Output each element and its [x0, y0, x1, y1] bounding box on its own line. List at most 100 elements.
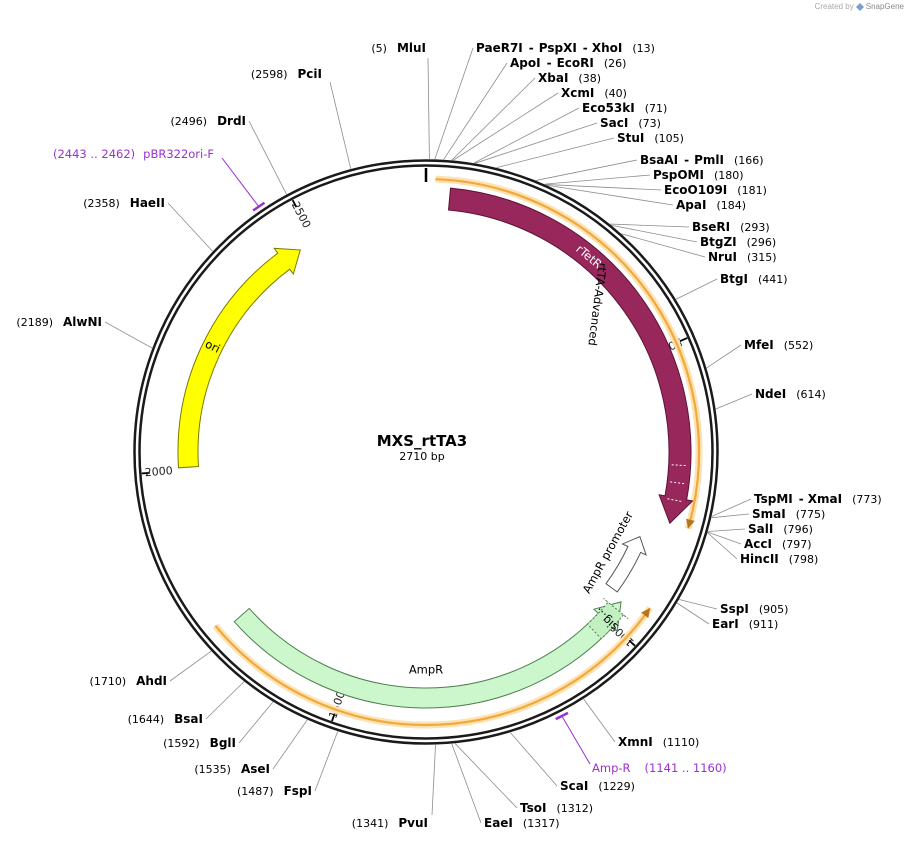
site-position: (905) — [759, 603, 789, 616]
site-bsai[interactable]: (1644)BsaI — [128, 712, 203, 726]
primer-label[interactable]: Amp-R(1141 .. 1160) — [592, 761, 727, 775]
position-tick-mark — [679, 337, 688, 343]
ampr-promoter-arrow[interactable] — [605, 535, 647, 593]
site-leader-xbai — [451, 77, 536, 161]
site-alwni[interactable]: (2189) AlwNI — [16, 315, 102, 329]
site-pcii[interactable]: (2598)PciI — [251, 67, 322, 81]
site-leader-stui — [496, 137, 615, 169]
site-enzyme-name: XbaI — [538, 71, 568, 85]
site-label: BtgI(441) — [720, 272, 788, 286]
site-enzyme-name: SacI — [600, 116, 628, 130]
site-pvui[interactable]: (1341)PvuI — [352, 816, 428, 830]
site-enzyme-name: PciI — [298, 67, 323, 81]
site-leader-xcmi — [452, 92, 559, 161]
ori-feature-arrow[interactable] — [177, 247, 301, 469]
ampr-feature-arrow[interactable] — [233, 601, 622, 709]
site-leader-smai — [711, 513, 750, 519]
site-enzyme-name: HincII — [740, 552, 779, 566]
site-drdi[interactable]: (2496)DrdI — [170, 114, 246, 128]
site-tsoi[interactable]: TsoI(1312) — [520, 801, 593, 815]
site-position: (2189) — [16, 316, 53, 329]
site-smai[interactable]: SmaI(775) — [752, 507, 825, 521]
credit-text: Created by — [814, 2, 854, 11]
site-leader-saci — [475, 122, 598, 164]
site-apai[interactable]: ApaI(184) — [676, 198, 746, 212]
site-enzyme-name: SalI — [748, 522, 773, 536]
site-enzyme-name: BsaAI — [640, 153, 678, 167]
site-xcmi[interactable]: XcmI(40) — [561, 86, 627, 100]
site-label: XbaI(38) — [538, 71, 601, 85]
site-bseri[interactable]: BseRI (293) — [692, 220, 770, 234]
site-eco53ki[interactable]: Eco53kI(71) — [582, 101, 667, 115]
orf-arrowhead — [686, 518, 695, 529]
site-label: (2496)DrdI — [170, 114, 246, 128]
site-apoi[interactable]: ApoI-EcoRI(26) — [510, 56, 626, 70]
site-sali[interactable]: SalI(796) — [748, 522, 813, 536]
site-tspmi[interactable]: TspMI-XmaI(773) — [754, 492, 882, 506]
site-sspi[interactable]: SspI(905) — [720, 602, 788, 616]
rtta-advanced-feature-arrow[interactable] — [447, 187, 694, 525]
site-mlui[interactable]: (5)MluI — [371, 41, 426, 55]
site-enzyme-name: MfeI — [744, 338, 774, 352]
site-leader-apai — [547, 184, 674, 206]
site-leader-tspmi — [711, 498, 752, 517]
rtta-advanced-label: rtTA-Advanced — [585, 262, 609, 347]
site-labels: (5)MluI PaeR7I-PspXI-XhoI(13)ApoI-EcoRI(2… — [16, 41, 881, 830]
feature-segment-mark — [670, 481, 687, 485]
site-position: (13) — [632, 42, 655, 55]
site-xbai[interactable]: XbaI(38) — [538, 71, 601, 85]
site-haeii[interactable]: (2358)HaeII — [83, 196, 165, 210]
site-separator: - — [684, 153, 689, 167]
site-asei[interactable]: (1535)AseI — [194, 762, 270, 776]
primer-leader-line — [221, 157, 260, 207]
site-enzyme-name: BseRI — [692, 220, 730, 234]
site-scai[interactable]: ScaI(1229) — [560, 779, 635, 793]
site-leader-bgli — [238, 701, 274, 744]
site-leader-bsaai — [535, 159, 638, 181]
site-position: (1229) — [598, 780, 635, 793]
site-enzyme-name: BtgZI — [700, 235, 737, 249]
site-leader-fspi — [314, 731, 339, 792]
site-hincii[interactable]: HincII(798) — [740, 552, 818, 566]
site-ndei[interactable]: NdeI(614) — [755, 387, 826, 401]
site-btgi[interactable]: BtgI(441) — [720, 272, 788, 286]
site-ecoo109i[interactable]: EcoO109I(181) — [664, 183, 767, 197]
site-leader-eco53ki — [473, 107, 580, 164]
site-position: (614) — [796, 388, 826, 401]
site-enzyme-name: ApoI — [510, 56, 541, 70]
site-position: (293) — [740, 221, 770, 234]
site-bsaai[interactable]: BsaAI-PmlI(166) — [640, 153, 764, 167]
site-position: (1644) — [128, 713, 165, 726]
site-position: (73) — [638, 117, 661, 130]
site-acci[interactable]: AccI(797) — [744, 537, 812, 551]
position-tick-label: 2500 — [289, 199, 314, 230]
site-position: (773) — [852, 493, 882, 506]
site-fspi[interactable]: (1487)FspI — [237, 784, 312, 798]
position-tick-mark — [291, 199, 298, 208]
site-paer7i[interactable]: PaeR7I-PspXI-XhoI(13) — [476, 41, 655, 55]
site-leader-haeii — [167, 202, 213, 252]
primer-label[interactable]: (2443 .. 2462)pBR322ori-F — [53, 147, 214, 161]
site-leader-nrui — [621, 233, 706, 258]
ampr-signal-sequence[interactable] — [586, 597, 629, 640]
site-position: (441) — [758, 273, 788, 286]
site-enzyme-name: PspXI — [539, 41, 577, 55]
site-pspomi[interactable]: PspOMI(180) — [653, 168, 744, 182]
site-label: HincII(798) — [740, 552, 818, 566]
site-xmni[interactable]: XmnI(1110) — [618, 735, 699, 749]
site-ahdi[interactable]: (1710)AhdI — [90, 674, 167, 688]
site-enzyme-name: PvuI — [398, 816, 428, 830]
site-btgzi[interactable]: BtgZI(296) — [700, 235, 776, 249]
site-saci[interactable]: SacI (73) — [600, 116, 661, 130]
site-leader-paer7i — [434, 47, 474, 160]
site-bgli[interactable]: (1592)BglI — [163, 736, 236, 750]
site-eaei[interactable]: EaeI(1317) — [484, 816, 559, 830]
site-eari[interactable]: EarI(911) — [712, 617, 778, 631]
site-nrui[interactable]: NruI(315) — [708, 250, 777, 264]
site-mfei[interactable]: MfeI(552) — [744, 338, 813, 352]
site-enzyme-name: AlwNI — [63, 315, 102, 329]
site-stui[interactable]: StuI(105) — [617, 131, 684, 145]
site-leader-mfei — [706, 344, 742, 369]
site-leader-sspi — [679, 599, 718, 610]
plasmid-name: MXS_rtTA3 — [377, 432, 467, 450]
